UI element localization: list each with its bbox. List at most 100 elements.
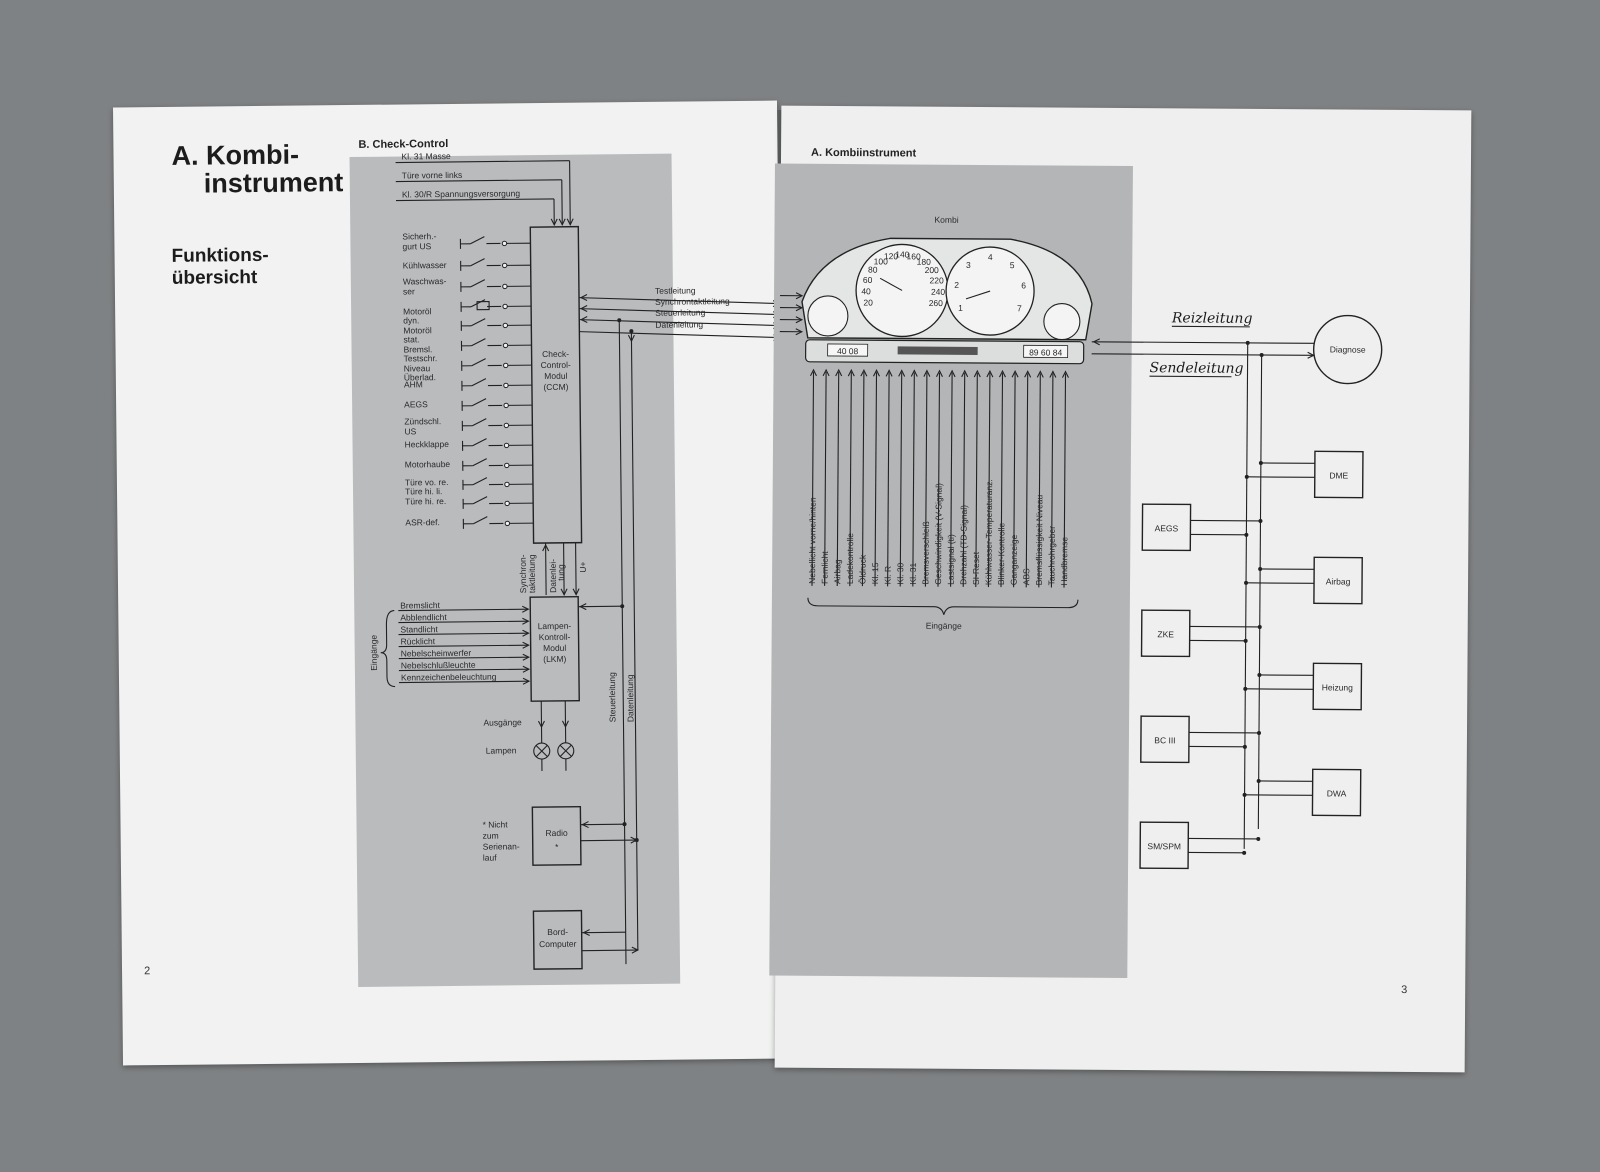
lcd-right [1023, 344, 1069, 359]
bus-line-label: Datenleitung [655, 319, 703, 330]
terminal [504, 481, 510, 488]
input-label: Geschwindigkeit (V-Signal) [933, 483, 944, 585]
radio-daten [580, 839, 637, 842]
bordcomputer-box [532, 909, 583, 970]
arrow-head [998, 369, 1006, 378]
switch-contact [472, 458, 487, 467]
resistor-symbol [476, 301, 490, 311]
module-box-left [1140, 609, 1191, 658]
speedo-number: 200 [925, 265, 940, 275]
switch-contact [472, 477, 488, 486]
radio-note: lauf [483, 853, 497, 863]
switch-contact [471, 358, 486, 367]
sendeleitung-underline [1149, 375, 1232, 378]
arrow-head [1011, 370, 1019, 378]
lamp-input-label: Kennzeichenbeleuchtung [401, 672, 497, 683]
switch-contact [471, 318, 486, 327]
arrow-head [1092, 338, 1100, 346]
module-label: ZKE [1157, 629, 1174, 639]
junction-dot [1244, 580, 1249, 585]
vertical-label: U+ [578, 561, 588, 572]
speedo-number: 80 [868, 265, 878, 275]
module-box-left [1141, 503, 1192, 552]
bordcomputer-label: Bord- [547, 927, 568, 937]
switch-label: Türe hi. re. [405, 496, 446, 506]
arrow-head [948, 369, 956, 378]
terminal [503, 382, 509, 389]
input-wire [836, 372, 840, 587]
arrow-head [579, 294, 588, 302]
arrow-head [860, 368, 868, 377]
arrow-head [631, 946, 640, 954]
switch-label: AHM [404, 379, 423, 389]
synchron-link [545, 542, 547, 595]
arrow-head [835, 368, 843, 377]
module-label: SM/SPM [1147, 841, 1181, 851]
bc-daten [581, 949, 638, 952]
ccm-label: Control- [541, 360, 572, 370]
speedo-number: 240 [931, 287, 946, 297]
arrow-head [961, 369, 969, 378]
switch-contact [470, 258, 485, 267]
input-wire [975, 372, 978, 587]
lamp-input-label: Nebelscheinwerfer [401, 648, 472, 659]
fuel-gauge [807, 295, 849, 337]
tachometer-dial [945, 246, 1035, 336]
lamp-input-label: Bremslicht [400, 600, 440, 610]
radio-note: * Nicht [482, 819, 508, 829]
lcd-right-text: 89 60 84 [1029, 347, 1062, 357]
wire [395, 179, 562, 183]
input-label: Blinker-Kontrolle [996, 522, 1006, 585]
input-label: Airbag [832, 559, 842, 584]
lamp-input-label: Rücklicht [401, 636, 436, 646]
sendeleitung-label: Sendeleitung [1149, 360, 1243, 377]
tacho-number: 4 [988, 252, 993, 262]
input-label: Handbremse [1059, 537, 1069, 586]
input-wire [962, 372, 966, 587]
arrow-head [522, 653, 531, 661]
arrow-head [822, 368, 830, 377]
wire [569, 160, 571, 225]
junction-dot [1243, 638, 1248, 643]
speedo-number: 20 [863, 297, 873, 307]
junction-dot [1242, 744, 1247, 749]
datenleitung-vertical [630, 331, 639, 951]
module-label: AEGS [1155, 523, 1179, 533]
daten-link [563, 542, 565, 595]
sendeleitung-line [1091, 353, 1314, 356]
junction-dot [1257, 624, 1262, 629]
input-label: Ladekontrolle [845, 533, 855, 584]
arrow-head [522, 677, 531, 685]
bus-line [579, 297, 780, 305]
input-label: Bremsflüssigkeit Niveau [1034, 494, 1045, 585]
switch-label: ASR-def. [405, 517, 440, 527]
module-box-right [1311, 768, 1362, 817]
speedo-number: 40 [861, 286, 871, 296]
inputs-bracket-label: Eingänge [369, 635, 379, 671]
switch-label: AEGS [404, 399, 428, 409]
lamp-input-wire [398, 620, 529, 624]
input-label: Lastsignal (ti) [946, 534, 956, 585]
arrow-head [581, 821, 589, 829]
arrow-head [522, 617, 530, 625]
datenleitung-label: Datenleitung [625, 674, 636, 722]
input-wire [950, 372, 953, 587]
switch-label: Motoröl [403, 325, 432, 335]
radio-note: Serienan- [483, 841, 520, 851]
input-label: Kl. R [883, 566, 893, 584]
bus-line [579, 308, 780, 316]
arrow-head [579, 603, 587, 611]
diagnose-circle [1312, 314, 1383, 385]
module-label: Heizung [1322, 682, 1354, 692]
switch-label: Sicherh.- [402, 231, 436, 241]
module-box-right [1313, 556, 1363, 605]
diagram-panel [349, 153, 681, 987]
module-box-left [1139, 821, 1190, 870]
input-label: Kl. 31 [908, 562, 918, 584]
terminal [504, 500, 510, 507]
input-wire [1025, 373, 1029, 588]
switch-label: Bremsl. [403, 344, 432, 354]
switch-contact [471, 378, 487, 387]
input-label: Kl. 15 [870, 562, 880, 584]
